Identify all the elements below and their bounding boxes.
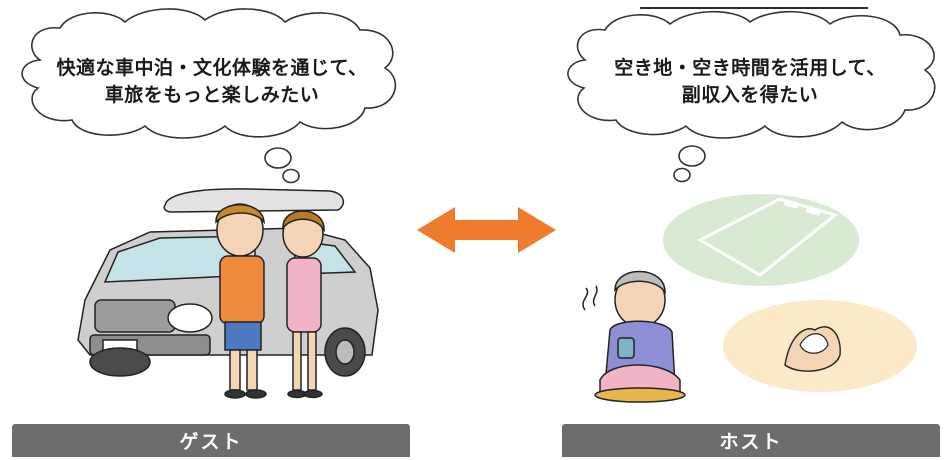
host-thought-line2: 副収入を得たい bbox=[681, 84, 819, 106]
host-thought-text: 空き地・空き時間を活用して、 副収入を得たい bbox=[570, 55, 930, 109]
guest-girl-figure bbox=[282, 210, 325, 399]
top-divider-line bbox=[640, 7, 868, 9]
guest-thought-line1: 快適な車中泊・文化体験を通じて、 bbox=[56, 57, 368, 79]
guest-thought-text: 快適な車中泊・文化体験を通じて、 車旅をもっと楽しみたい bbox=[22, 55, 402, 109]
guest-label: ゲスト bbox=[12, 424, 410, 457]
host-thought-cloud bbox=[567, 10, 936, 183]
host-grandmother-figure bbox=[582, 270, 686, 403]
guest-thought-line2: 車旅をもっと楽しみたい bbox=[104, 84, 320, 106]
guest-thought-cloud bbox=[21, 8, 397, 184]
guest-boy-figure bbox=[215, 203, 267, 399]
parking-lot-illustration bbox=[663, 194, 859, 286]
double-arrow-icon bbox=[417, 207, 556, 253]
host-label: ホスト bbox=[562, 424, 940, 457]
host-thought-line1: 空き地・空き時間を活用して、 bbox=[614, 57, 886, 79]
hands-illustration bbox=[723, 300, 917, 392]
